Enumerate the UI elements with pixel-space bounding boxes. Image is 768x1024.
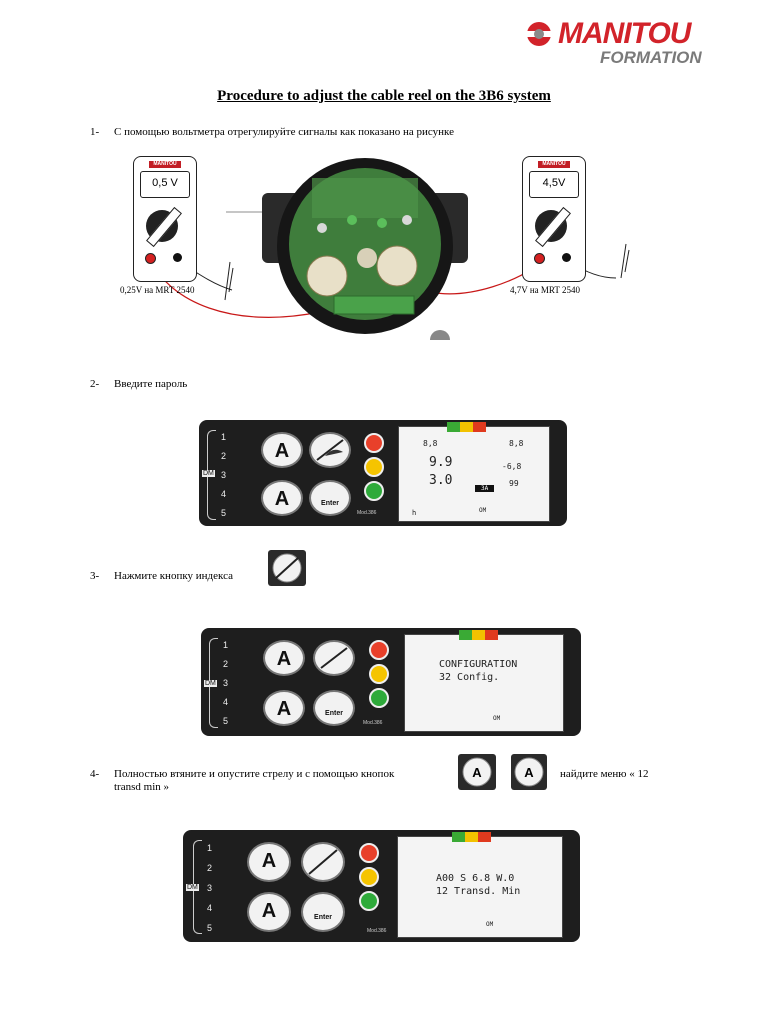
red-probe-jack [145,253,156,264]
index-button[interactable] [313,640,355,676]
page-title: Procedure to adjust the cable reel on th… [217,88,551,104]
a-up-button-inline: A [458,754,496,790]
model-label: Mod.386 [363,720,383,726]
a-down-icon: A [514,757,544,787]
yellow-lamp [359,867,379,887]
yellow-lamp [369,664,389,684]
a-up-icon: A [462,757,492,787]
red-probe-jack [534,253,545,264]
step-4-cont: найдите меню « 12 [560,768,649,780]
meter-brand: MANITOU [149,161,181,168]
index-icon [316,439,344,461]
svg-text:A: A [524,765,534,780]
model-label: Mod.386 [357,510,377,516]
meter-brand: MANITOU [538,161,570,168]
step-1: 1- С помощью вольтметра отрегулируйте сиг… [90,126,454,138]
meter-note-right: 4,7V на MRT 2540 [510,285,580,295]
screen-line-1: A00 S 6.8 W.0 [436,873,515,884]
model-label: Mod.386 [367,928,387,934]
manitou-logo: MANITOU FORMATION [522,18,730,70]
step-2: 2- Введите пароль [90,378,187,390]
step-number: 2- [90,378,100,390]
index-button[interactable] [301,842,345,882]
cable-reel-pcb-photo [262,158,468,340]
value-2: 3.0 [429,473,453,488]
meter-reading: 0,5 V [140,171,190,198]
screen-line-1: CONFIGURATION [439,659,518,670]
step-number: 1- [90,126,100,138]
a-down-button[interactable]: A [261,480,303,516]
enter-button[interactable]: Enter [313,690,355,726]
voltmeter-right: MANITOU 4,5V [522,156,586,282]
step-number: 4- [90,768,100,780]
manitou-emblem-icon [526,22,552,46]
screen-line-2: 32 Config. [439,672,500,683]
enter-button[interactable]: Enter [301,892,345,932]
green-lamp [364,481,384,501]
panel-screen: 8,8 8,8 9.9 3.0 -6,8 99 3A h OM [398,422,550,522]
voltmeter-left: MANITOU 0,5 V [133,156,197,282]
a-up-button[interactable]: A [263,640,305,676]
panel-screen: CONFIGURATION 32 Config. OM [404,630,564,732]
red-lamp [369,640,389,660]
logo-main-text: MANITOU [558,17,691,50]
index-icon [272,553,302,583]
black-probe-jack [562,253,571,262]
logo-sub-text: FORMATION [600,48,702,67]
status-bars [452,832,491,842]
index-icon [308,849,338,875]
yellow-lamp [364,457,384,477]
dm-label: DM [202,470,215,477]
a-up-button[interactable]: A [247,842,291,882]
step-text: Полностью втяните и опустите стрелу и с … [114,768,395,780]
panel-screen: A00 S 6.8 W.0 12 Transd. Min OM [397,832,563,938]
dm-label: DM [186,884,199,891]
value-1: 9.9 [429,455,453,470]
a-down-button[interactable]: A [263,690,305,726]
status-bars [447,422,486,432]
step-number: 3- [90,570,100,582]
step-text: Введите пароль [114,378,188,390]
green-lamp [359,891,379,911]
step-text: Нажмите кнопку индекса [114,570,233,582]
step-4: 4- Полностью втяните и опустите стрелу и … [90,768,394,780]
screen-line-2: 12 Transd. Min [436,886,521,897]
ground-symbol-right [620,243,630,279]
ground-symbol-left [224,261,234,301]
index-button-inline [268,550,306,586]
a-up-button[interactable]: A [261,432,303,468]
meter-note-left: 0,25V на MRT 2540 [120,285,195,295]
index-icon [320,647,348,669]
index-button[interactable] [309,432,351,468]
enter-button[interactable]: Enter [309,480,351,516]
step-text: С помощью вольтметра отрегулируйте сигна… [114,126,454,138]
a-down-button-inline: A [511,754,547,790]
dm-label: DM [204,680,217,687]
step-4-cont2: transd min » [114,781,169,793]
green-lamp [369,688,389,708]
svg-text:A: A [472,765,482,780]
red-lamp [359,843,379,863]
red-lamp [364,433,384,453]
status-bars [459,630,498,640]
step-3: 3- Нажмите кнопку индекса [90,570,233,582]
black-probe-jack [173,253,182,262]
meter-reading: 4,5V [529,171,579,198]
a-down-button[interactable]: A [247,892,291,932]
